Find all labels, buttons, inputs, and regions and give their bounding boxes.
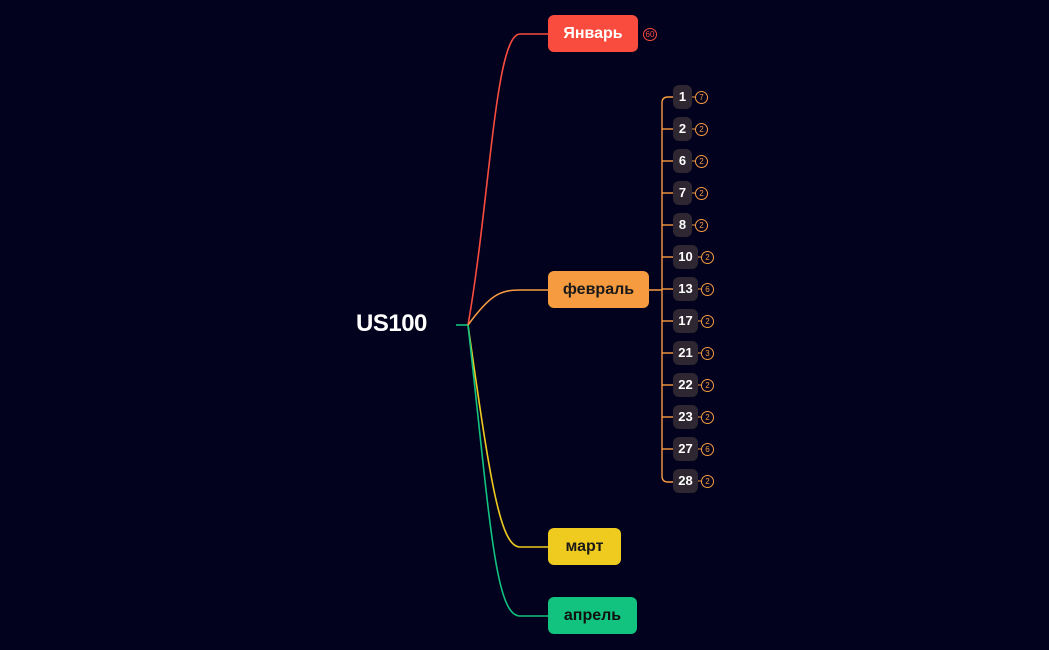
- day-node-2[interactable]: 2: [673, 117, 692, 141]
- day-node-27[interactable]: 27: [673, 437, 698, 461]
- day-count-badge-7: 2: [695, 187, 708, 200]
- month-node-march[interactable]: март: [548, 528, 621, 565]
- february-days-connector: [649, 103, 663, 476]
- day-count-badge-23: 2: [701, 411, 714, 424]
- day-count-badge-13: 6: [701, 283, 714, 296]
- day-node-17[interactable]: 17: [673, 309, 698, 333]
- day-node-23[interactable]: 23: [673, 405, 698, 429]
- day-node-7[interactable]: 7: [673, 181, 692, 205]
- january-connector: [467, 33, 548, 326]
- day-count-badge-1: 7: [695, 91, 708, 104]
- day-count-badge-22: 2: [701, 379, 714, 392]
- march-connector: [467, 324, 548, 548]
- day-node-13[interactable]: 13: [673, 277, 698, 301]
- day-count-badge-10: 2: [701, 251, 714, 264]
- day-count-badge-8: 2: [695, 219, 708, 232]
- badge-stub-lines: [692, 96, 701, 482]
- month-node-april[interactable]: апрель: [548, 597, 637, 634]
- april-connector: [467, 324, 548, 617]
- day-count-badge-17: 2: [701, 315, 714, 328]
- day-node-6[interactable]: 6: [673, 149, 692, 173]
- day-node-10[interactable]: 10: [673, 245, 698, 269]
- february-connector: [467, 289, 548, 326]
- day-node-8[interactable]: 8: [673, 213, 692, 237]
- day-count-badge-6: 2: [695, 155, 708, 168]
- month-node-january[interactable]: Январь: [548, 15, 638, 52]
- day-count-badge-2: 2: [695, 123, 708, 136]
- day-count-badge-21: 3: [701, 347, 714, 360]
- month-node-february[interactable]: февраль: [548, 271, 649, 308]
- february-days-top-curve: [661, 96, 673, 104]
- day-node-22[interactable]: 22: [673, 373, 698, 397]
- day-count-badge-28: 2: [701, 475, 714, 488]
- root-node-us100[interactable]: US100: [356, 310, 427, 337]
- january-count-badge: 60: [643, 28, 657, 41]
- day-node-1[interactable]: 1: [673, 85, 692, 109]
- february-days-bottom-curve: [661, 475, 673, 483]
- day-count-badge-27: 6: [701, 443, 714, 456]
- day-tick-lines: [662, 128, 673, 450]
- day-node-21[interactable]: 21: [673, 341, 698, 365]
- day-node-28[interactable]: 28: [673, 469, 698, 493]
